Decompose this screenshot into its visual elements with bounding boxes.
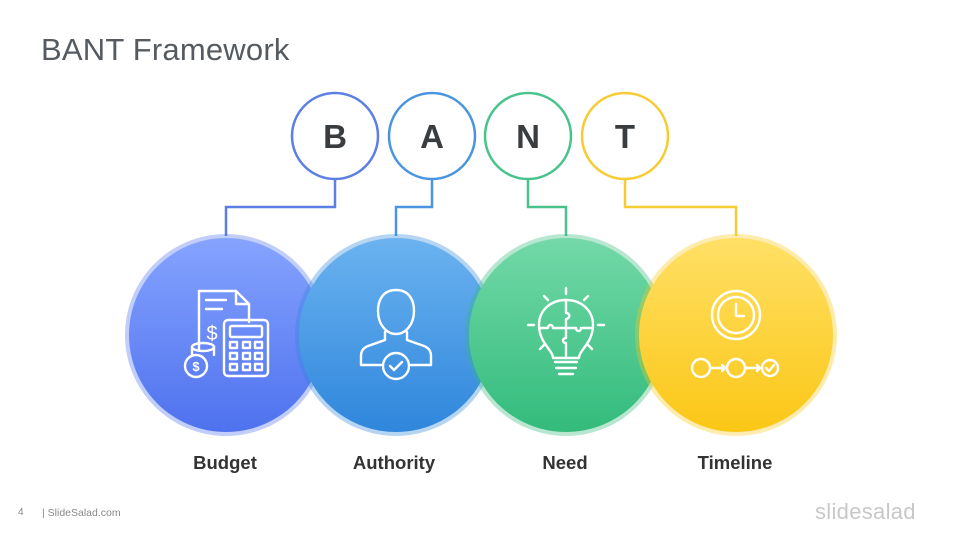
connector-t xyxy=(623,180,738,236)
slidesalad-logo: slidesalad xyxy=(815,499,916,524)
budget-calculator-icon: $ $ xyxy=(183,289,270,379)
letter-circle-n: N xyxy=(483,91,573,181)
page-number: 4 xyxy=(18,507,24,518)
letter-b: B xyxy=(323,118,347,155)
authority-person-icon xyxy=(359,288,433,381)
circle-authority xyxy=(295,234,497,436)
connector-b xyxy=(224,180,337,236)
letter-circle-t: T xyxy=(580,91,670,181)
label-need: Need xyxy=(542,452,587,473)
label-timeline: Timeline xyxy=(698,452,773,473)
timeline-clock-icon xyxy=(690,289,780,379)
letter-t: T xyxy=(615,118,635,155)
letter-circle-a: A xyxy=(387,91,477,181)
circle-timeline xyxy=(635,234,837,436)
footer-brand: | SlideSalad.com xyxy=(42,507,121,519)
svg-text:$: $ xyxy=(206,323,217,345)
label-budget: Budget xyxy=(193,452,257,473)
circle-need xyxy=(465,234,667,436)
circle-budget: $ $ xyxy=(125,234,327,436)
slide-title: BANT Framework xyxy=(41,32,290,67)
letter-a: A xyxy=(420,118,444,155)
letter-circle-b: B xyxy=(290,91,380,181)
svg-text:$: $ xyxy=(192,359,200,374)
need-lightbulb-icon xyxy=(526,286,606,376)
connector-a xyxy=(394,180,434,236)
label-authority: Authority xyxy=(353,452,436,473)
connector-n xyxy=(526,180,568,236)
letter-n: N xyxy=(516,118,540,155)
